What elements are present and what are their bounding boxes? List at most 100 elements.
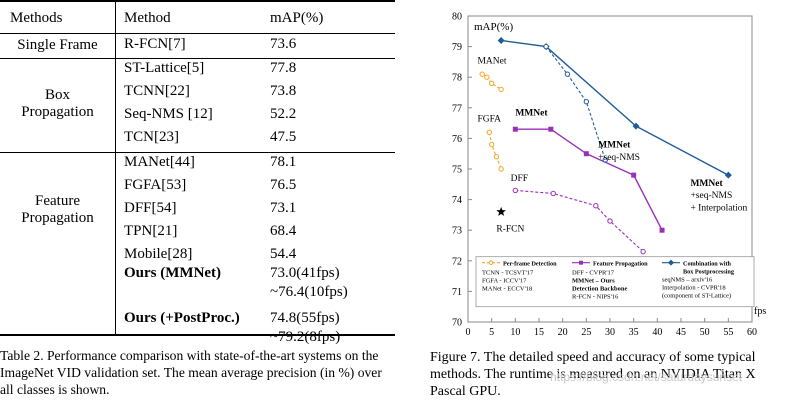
data-point [632, 122, 640, 130]
legend-entry: FGFA - ICCV'17 [482, 278, 527, 285]
data-point [543, 43, 549, 50]
table-cell-method: R-FCN[7] [124, 36, 186, 52]
legend-box [475, 256, 755, 308]
data-point [602, 157, 608, 163]
table-cell-map: ~79.2(8fps) [270, 329, 341, 345]
table-rule [0, 334, 395, 336]
table-cell-method: MANet[44] [124, 154, 195, 170]
y-tick-label: 74 [452, 195, 462, 206]
y-tick-label: 75 [452, 165, 462, 176]
data-point [724, 171, 732, 179]
data-point [583, 151, 589, 157]
chart-annotation: MMNet [690, 179, 723, 189]
x-tick-label: 50 [700, 327, 710, 338]
table-cell-map: 73.8 [270, 83, 297, 99]
legend-title: Box Postprocessing [683, 269, 735, 276]
x-tick-label: 0 [466, 327, 471, 338]
legend-entry: MANet - ECCV'18 [482, 286, 532, 293]
caption-line: all classes is shown. [0, 382, 110, 397]
x-tick-label: 15 [534, 327, 544, 338]
data-point [512, 126, 518, 132]
table-cell-map: 73.6 [270, 36, 297, 52]
table-rule [0, 0, 395, 2]
data-point [583, 98, 590, 105]
caption-line: methods. The runtime is measured on an N… [430, 367, 756, 382]
table-group-label: Propagation [21, 104, 94, 120]
chart-annotation: + Interpolation [690, 203, 747, 213]
table-cell-method: TCN[23] [124, 129, 179, 145]
x-tick-label: 55 [723, 327, 733, 338]
legend-marker [668, 259, 674, 266]
data-point [631, 172, 637, 178]
table-cell-map: 77.8 [270, 60, 297, 76]
x-tick-label: 20 [558, 327, 568, 338]
chart-annotation: MMNet [515, 108, 548, 118]
y-tick-label: 70 [452, 318, 462, 329]
data-point [607, 218, 613, 224]
data-point [488, 141, 495, 148]
legend-entry: Interpolation - CVPR'18 [662, 285, 726, 292]
chart-annotation: +seq-NMS [598, 153, 640, 163]
chart-annotation: MANet [477, 56, 506, 66]
series-line [488, 132, 502, 170]
legend-entry: (component of ST-Lattice) [662, 293, 731, 300]
data-point [497, 36, 505, 44]
chart-annotation: R-FCN [496, 225, 524, 235]
legend-entry: DFF - CVPR'17 [572, 270, 615, 277]
table-cell-map: 78.1 [270, 154, 297, 170]
chart-annotation: DFF [511, 174, 528, 184]
data-point [484, 74, 490, 80]
data-point [479, 71, 485, 77]
table-cell-method: Seq-NMS [12] [124, 106, 213, 122]
data-point [486, 129, 492, 135]
legend-marker [488, 260, 494, 265]
table-cell-map: ~76.4(10fps) [270, 284, 348, 300]
series-line [501, 39, 729, 176]
table-cell-map: 52.2 [270, 106, 297, 122]
chart-annotation: +seq-NMS [690, 191, 732, 201]
table-cell-map: 76.5 [270, 177, 297, 193]
table-cell-method: ST-Lattice[5] [124, 60, 205, 76]
x-tick-label: 45 [676, 327, 686, 338]
table-cell-method: Ours (+PostProc.) [124, 310, 240, 326]
table-cell-method: TPN[21] [124, 223, 178, 239]
table-header-cell: Methods [10, 10, 63, 26]
data-point [488, 80, 495, 87]
column-divider [115, 0, 116, 335]
caption-line: Pascal GPU. [430, 384, 501, 399]
table-cell-map: 47.5 [270, 129, 297, 145]
x-tick-label: 60 [747, 327, 757, 338]
data-point [498, 166, 504, 172]
x-tick-label: 5 [489, 327, 494, 338]
legend-entry: Detection Backbone [572, 286, 628, 293]
data-point [564, 71, 571, 77]
data-point [593, 203, 599, 209]
table-cell-method: FGFA[53] [124, 177, 187, 193]
x-tick-label: 10 [510, 327, 520, 338]
data-point [512, 187, 519, 194]
table-header-cell: mAP(%) [270, 10, 324, 26]
watermark: https://blog.csdn.net/saturdaysunset [550, 370, 743, 384]
data-point [493, 154, 500, 160]
data-point [498, 86, 504, 93]
x-tick-label: 40 [652, 327, 662, 338]
series-line [481, 73, 502, 90]
x-tick-label: 25 [581, 327, 591, 338]
legend-marker [579, 260, 583, 265]
chart-annotation: FGFA [477, 115, 501, 125]
table-group-label: Single Frame [17, 37, 98, 53]
legend-title: Per-frame Detection [503, 261, 557, 268]
data-point [640, 248, 646, 255]
y-tick-label: 78 [452, 73, 462, 84]
legend-entry: TCNN - TCSVT'17 [482, 270, 534, 277]
x-tick-label: 30 [605, 327, 615, 338]
y-tick-label: 72 [452, 256, 462, 267]
chart-annotation: MMNet [598, 141, 631, 151]
table-cell-map: 68.4 [270, 223, 297, 239]
series-line [515, 128, 663, 231]
legend-title: Combination with [683, 261, 732, 268]
y-tick-label: 80 [452, 12, 462, 23]
y-tick-label: 77 [452, 103, 462, 114]
y-axis-label: mAP(%) [474, 21, 513, 33]
